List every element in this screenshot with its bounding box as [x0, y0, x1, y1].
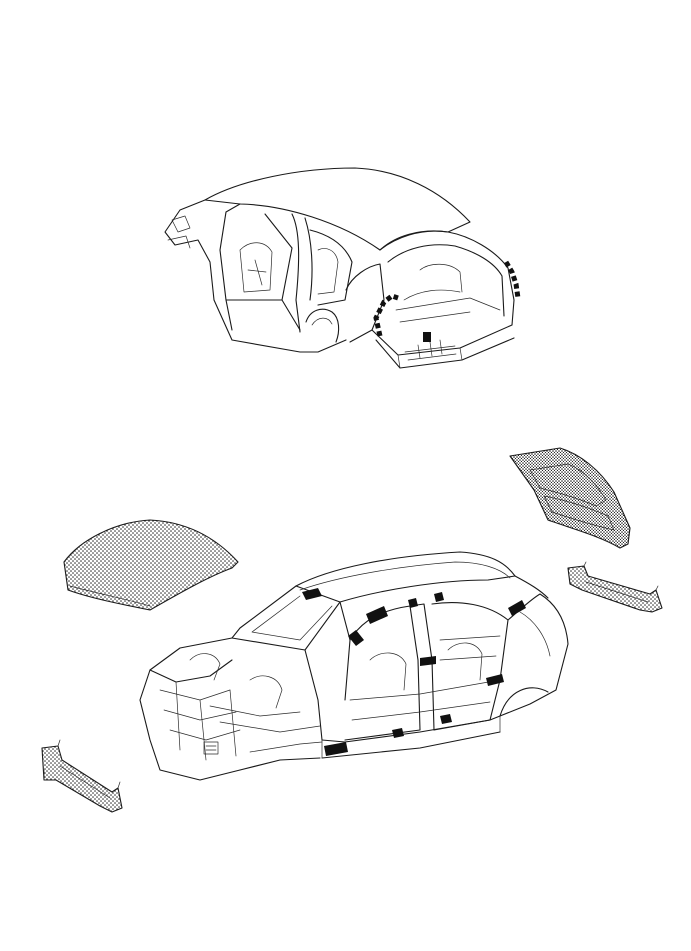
patch-sill-mid	[392, 728, 404, 738]
rear-pillar-sealer-left	[373, 293, 399, 337]
rear-view-body-shell	[164, 167, 521, 369]
front-view-body-shell	[139, 551, 569, 781]
reinforcement-patches	[302, 588, 526, 756]
rear-floor-patch	[423, 332, 431, 342]
patch-sill-rear	[440, 714, 452, 724]
hood-panel	[63, 519, 239, 611]
rear-pillar-sealer-right	[503, 260, 521, 299]
patch-sill-front	[324, 742, 348, 756]
patch-a-pillar-mid	[348, 630, 364, 646]
patch-b-pillar-top	[408, 598, 418, 608]
patch-b-pillar-mid	[420, 656, 436, 666]
patch-c-pillar	[508, 600, 526, 616]
rear-bumper-reinforcement	[567, 561, 663, 613]
patch-a-pillar-upper	[366, 606, 388, 624]
rear-hatch-door	[509, 447, 631, 549]
patch-rear-quarter	[486, 674, 504, 686]
front-bumper-reinforcement	[41, 739, 123, 813]
patch-roof-front-left	[302, 588, 322, 600]
patch-roof-rail-mid	[434, 592, 444, 602]
